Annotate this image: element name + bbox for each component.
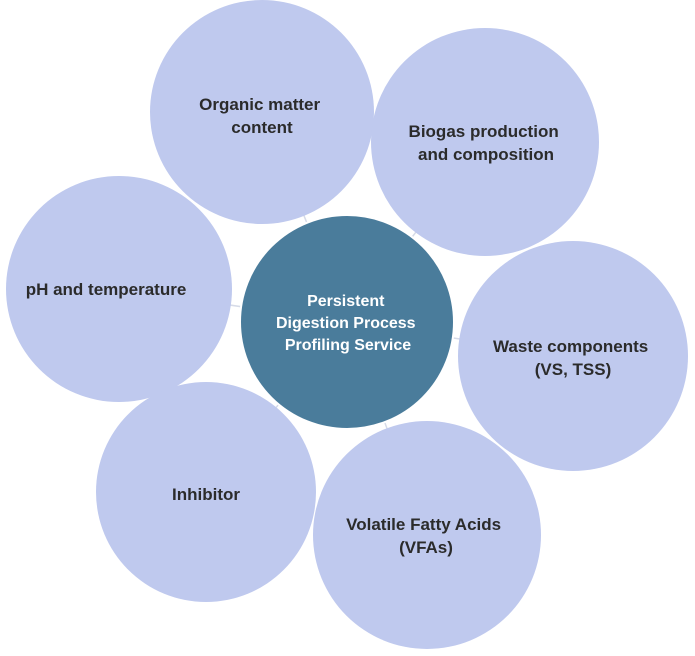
center-label-line-2: Digestion Process: [276, 315, 416, 332]
center-label: Persistent Digestion Process Profiling S…: [276, 293, 420, 354]
label-vfa-line-2: (VFAs): [399, 538, 453, 557]
label-inhibitor: Inhibitor: [172, 485, 240, 504]
label-biogas: Biogas production and composition: [409, 122, 564, 164]
circle-waste: [458, 241, 688, 471]
label-waste-line-1: Waste components: [493, 337, 648, 356]
center-label-line-3: Profiling Service: [285, 337, 411, 354]
label-vfa: Volatile Fatty Acids (VFAs): [346, 515, 506, 557]
label-ph: pH and temperature: [26, 280, 187, 299]
center-label-line-1: Persistent: [307, 293, 385, 310]
satellite-circles: [6, 0, 688, 649]
label-biogas-line-1: Biogas production: [409, 122, 559, 141]
label-biogas-line-2: and composition: [418, 145, 554, 164]
circle-biogas: [371, 28, 599, 256]
circle-vfa: [313, 421, 541, 649]
circle-ph: [6, 176, 232, 402]
circle-organic: [150, 0, 374, 224]
label-organic-line-1: Organic matter: [199, 95, 320, 114]
label-waste: Waste components (VS, TSS): [493, 337, 653, 379]
label-vfa-line-1: Volatile Fatty Acids: [346, 515, 501, 534]
center-circle: [239, 214, 455, 430]
label-organic: Organic matter content: [199, 95, 325, 137]
label-inhibitor-line-1: Inhibitor: [172, 485, 240, 504]
label-organic-line-2: content: [231, 118, 293, 137]
circle-inhibitor: [96, 382, 316, 602]
label-waste-line-2: (VS, TSS): [535, 360, 612, 379]
label-ph-line-1: pH and temperature: [26, 280, 187, 299]
